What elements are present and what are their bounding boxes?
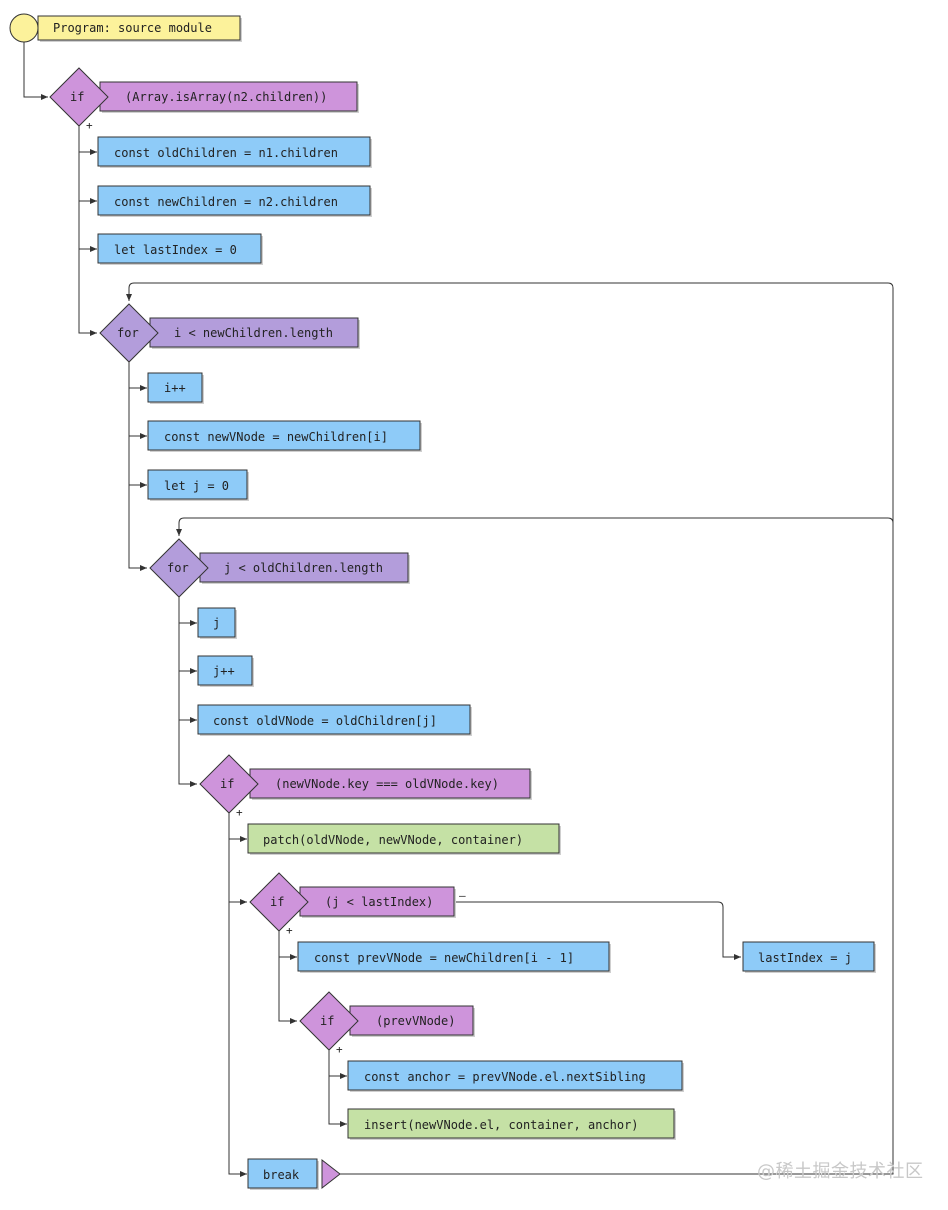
- yes-branch-mark: +: [336, 1043, 343, 1056]
- if-keyword: if: [220, 777, 234, 791]
- if-prev-vnode-node: if (prevVNode) +: [299, 991, 475, 1056]
- stmt-old-children-node: const oldChildren = n1.children: [97, 136, 372, 168]
- loop-back-connector: [176, 517, 894, 536]
- no-branch-mark: –: [459, 889, 466, 902]
- connector: [128, 362, 147, 571]
- statement-label: const oldChildren = n1.children: [114, 146, 338, 160]
- call-patch-node: patch(oldVNode, newVNode, container): [247, 823, 561, 855]
- for-keyword: for: [167, 561, 189, 575]
- if-condition: (prevVNode): [376, 1014, 455, 1028]
- start-node: Program: source module: [9, 13, 242, 43]
- connector: [328, 1050, 347, 1127]
- stmt-new-children-node: const newChildren = n2.children: [97, 185, 372, 217]
- start-label: Program: source module: [53, 21, 212, 35]
- stmt-let-j-node: let j = 0: [147, 469, 249, 501]
- yes-branch-mark: +: [286, 924, 293, 937]
- decision-diamond: [49, 67, 109, 127]
- for-condition: i < newChildren.length: [174, 326, 333, 340]
- if-condition: (j < lastIndex): [325, 895, 433, 909]
- yes-branch-mark: +: [86, 119, 93, 132]
- stmt-new-vnode-node: const newVNode = newChildren[i]: [147, 420, 422, 452]
- if-keyword: if: [70, 90, 84, 104]
- connector: [278, 931, 297, 1024]
- decision-diamond: [249, 872, 309, 932]
- for-inner-node: for j < oldChildren.length: [149, 538, 410, 598]
- connector: [178, 597, 197, 787]
- if-keyword: if: [320, 1014, 334, 1028]
- stmt-j-inc-node: j++: [197, 655, 254, 687]
- if-key-match-node: if (newVNode.key === oldVNode.key) +: [199, 754, 532, 819]
- break-exit-marker: [321, 1158, 341, 1190]
- statement-label: const newVNode = newChildren[i]: [164, 430, 388, 444]
- connectors: [23, 40, 894, 1177]
- statement-label: const anchor = prevVNode.el.nextSibling: [364, 1070, 646, 1084]
- for-keyword: for: [117, 326, 139, 340]
- statement-label: j++: [213, 664, 235, 678]
- connector: [78, 126, 97, 336]
- statement-label: lastIndex = j: [758, 951, 852, 965]
- statement-label: break: [263, 1168, 300, 1182]
- start-terminal: [9, 13, 39, 43]
- statement-label: i++: [164, 381, 186, 395]
- for-condition: j < oldChildren.length: [224, 561, 383, 575]
- loop-diamond: [149, 538, 209, 598]
- connector: [228, 813, 247, 1177]
- stmt-last-index-node: let lastIndex = 0: [97, 233, 263, 265]
- decision-diamond: [199, 754, 259, 814]
- for-outer-node: for i < newChildren.length: [99, 303, 360, 363]
- stmt-anchor-node: const anchor = prevVNode.el.nextSibling: [347, 1060, 684, 1092]
- decision-diamond: [299, 991, 359, 1051]
- statement-label: const newChildren = n2.children: [114, 195, 338, 209]
- statement-label: const oldVNode = oldChildren[j]: [213, 714, 437, 728]
- connector: [23, 40, 48, 100]
- stmt-j-node: j: [197, 607, 237, 639]
- call-label: patch(oldVNode, newVNode, container): [263, 833, 523, 847]
- if-condition: (newVNode.key === oldVNode.key): [275, 777, 499, 791]
- if-j-less-node: if (j < lastIndex) + –: [249, 872, 466, 937]
- loop-back-connector: [126, 282, 894, 1175]
- if-children-array-node: if (Array.isArray(n2.children)) +: [49, 67, 359, 132]
- statement-label: let j = 0: [164, 479, 229, 493]
- statement-label: const prevVNode = newChildren[i - 1]: [314, 951, 574, 965]
- statement-label: let lastIndex = 0: [114, 243, 237, 257]
- statement-label: j: [213, 616, 220, 630]
- yes-branch-mark: +: [236, 806, 243, 819]
- stmt-i-inc-node: i++: [147, 372, 204, 404]
- stmt-old-vnode-node: const oldVNode = oldChildren[j]: [197, 704, 472, 736]
- if-keyword: if: [270, 895, 284, 909]
- loop-diamond: [99, 303, 159, 363]
- call-label: insert(newVNode.el, container, anchor): [364, 1118, 639, 1132]
- stmt-prev-vnode-node: const prevVNode = newChildren[i - 1]: [297, 941, 611, 973]
- if-condition: (Array.isArray(n2.children)): [125, 90, 327, 104]
- watermark: @稀土掘金技术社区: [757, 1161, 924, 1182]
- call-insert-node: insert(newVNode.el, container, anchor): [347, 1108, 676, 1140]
- no-branch-connector: [456, 901, 741, 960]
- stmt-set-last-index-node: lastIndex = j: [742, 941, 876, 973]
- break-node: break: [247, 1158, 341, 1190]
